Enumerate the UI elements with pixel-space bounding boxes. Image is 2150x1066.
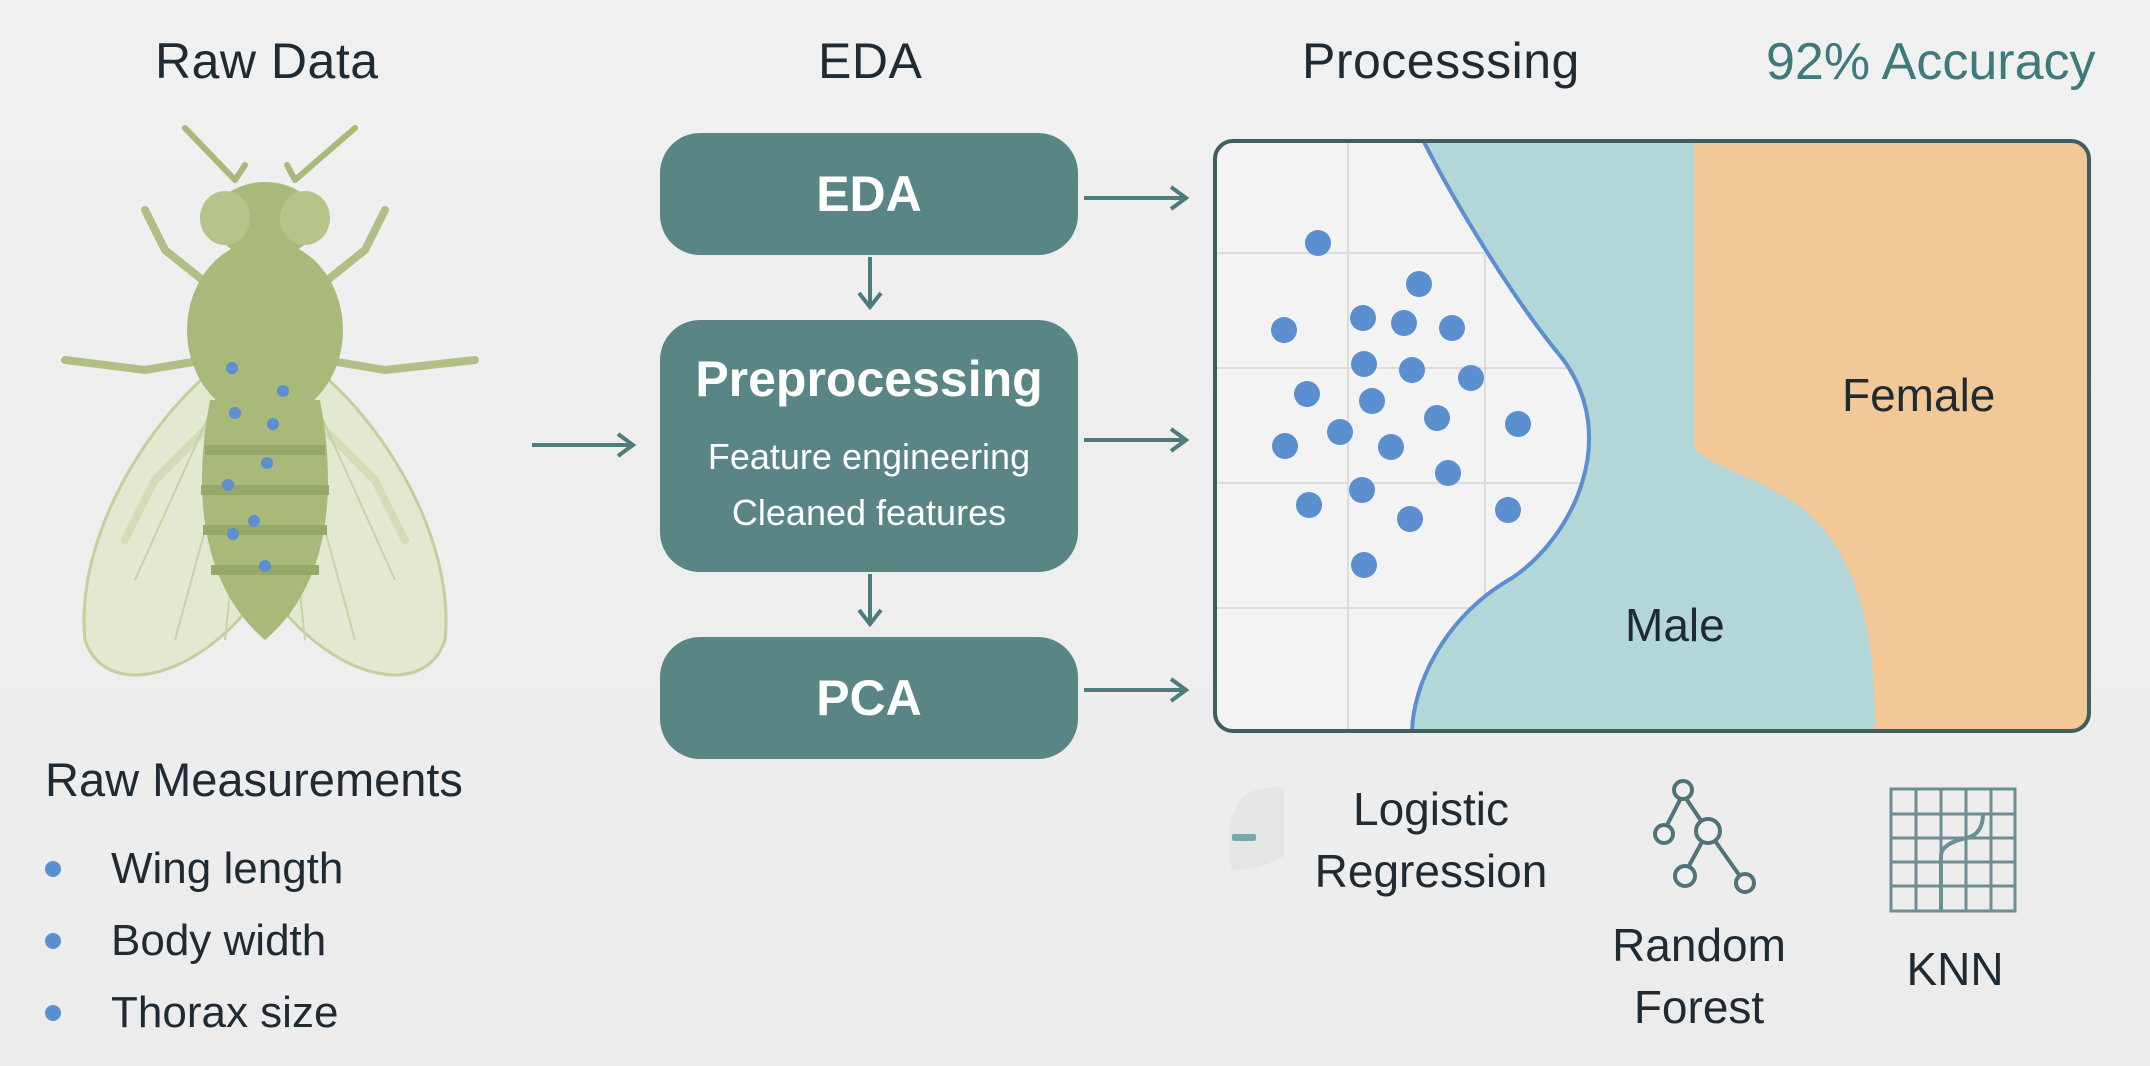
tree-graph-icon bbox=[1653, 779, 1756, 894]
measurement-label: Body width bbox=[111, 916, 327, 965]
preprocessing-line-1: Feature engineering bbox=[707, 436, 1031, 477]
accuracy-heading: 92% Accuracy bbox=[1766, 33, 2096, 91]
arrow-preprocessing-to-plot bbox=[1084, 427, 1190, 453]
bullet-dot-icon bbox=[45, 933, 61, 949]
grid-icon bbox=[1889, 787, 2017, 913]
region-label-male: Male bbox=[1625, 599, 1725, 651]
model-logistic-line-1: Logistic bbox=[1353, 783, 1509, 835]
region-label-female: Female bbox=[1842, 369, 1996, 421]
arrow-eda-to-plot bbox=[1084, 185, 1190, 211]
preprocessing-line-2: Cleaned features bbox=[731, 492, 1007, 533]
model-knn: KNN bbox=[1906, 943, 2004, 995]
heading-processing: Processsing bbox=[1302, 33, 1580, 89]
bullet-dot-icon bbox=[45, 861, 61, 877]
pca-box-label: PCA bbox=[816, 670, 922, 726]
measurement-label: Thorax size bbox=[111, 988, 339, 1037]
measurement-item: Body width bbox=[45, 916, 326, 966]
arrow-eda-to-preprocessing bbox=[857, 257, 883, 311]
model-logistic-line-2: Regression bbox=[1314, 845, 1548, 898]
eda-box-label: EDA bbox=[816, 166, 922, 222]
measurement-label: Wing length bbox=[111, 844, 344, 893]
arrow-preprocessing-to-pca bbox=[857, 574, 883, 628]
arrow-raw-to-pipeline bbox=[532, 432, 637, 458]
pca-box: PCA bbox=[660, 637, 1078, 759]
logistic-curve-icon bbox=[1228, 787, 1284, 870]
bullet-dot-icon bbox=[45, 1005, 61, 1021]
heading-eda: EDA bbox=[818, 33, 923, 89]
fruit-fly-illustration bbox=[61, 125, 479, 677]
model-logistic-regression: Logistic Regression bbox=[1296, 778, 1566, 902]
eda-box: EDA bbox=[660, 133, 1078, 255]
model-random-forest-line-1: Random bbox=[1612, 919, 1786, 971]
model-random-forest: Random Forest bbox=[1574, 914, 1824, 1038]
heading-raw-data: Raw Data bbox=[155, 33, 379, 89]
arrow-pca-to-plot bbox=[1084, 677, 1190, 703]
preprocessing-title: Preprocessing bbox=[695, 351, 1043, 407]
measurement-item: Wing length bbox=[45, 844, 343, 894]
model-random-forest-line-2: Forest bbox=[1633, 981, 1765, 1034]
classification-plot bbox=[1213, 139, 2091, 733]
preprocessing-box: Preprocessing Feature engineering Cleane… bbox=[660, 320, 1078, 572]
raw-measurements-title: Raw Measurements bbox=[45, 753, 463, 806]
measurement-item: Thorax size bbox=[45, 988, 338, 1038]
